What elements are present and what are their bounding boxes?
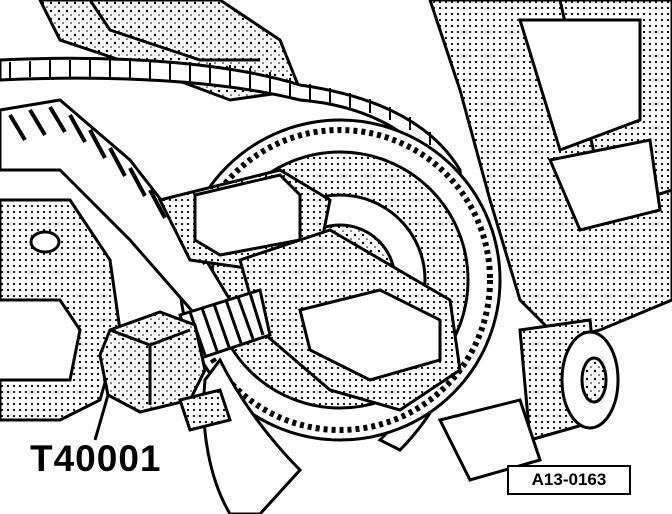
- lower-right-frame: [437, 398, 542, 482]
- tool-number-label: T40001: [30, 438, 162, 479]
- figure-reference-code: A13-0163: [507, 465, 631, 495]
- engine-block-left: [0, 198, 122, 422]
- label-leader-line: [93, 394, 110, 441]
- bushing: [518, 318, 620, 442]
- puller-body: [157, 168, 462, 412]
- engine-housing: [428, 0, 672, 342]
- lower-bracket: [178, 357, 303, 514]
